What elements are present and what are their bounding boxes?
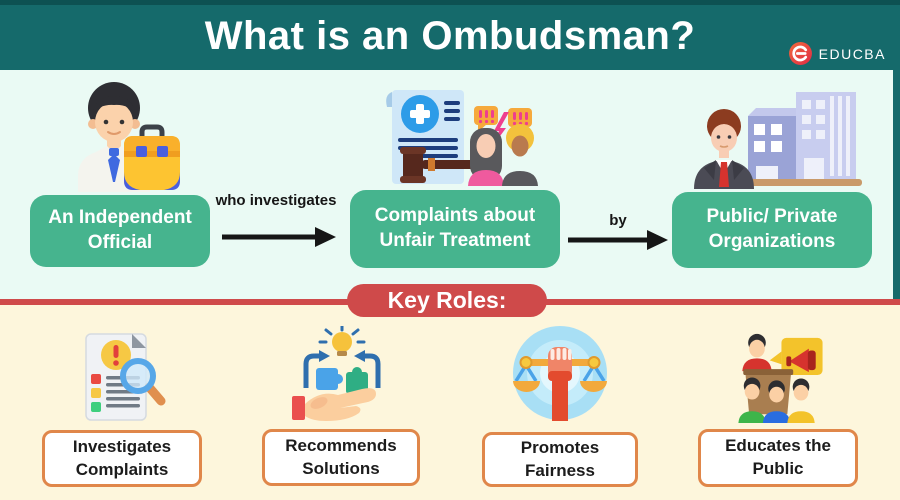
speaker-audience-icon — [738, 333, 823, 423]
hand-puzzle-bulb-icon — [292, 326, 381, 421]
flow-node-independent-official: An Independent Official — [30, 195, 210, 267]
role-label: Promotes Fairness — [520, 437, 600, 480]
role-label: Educates the Public — [725, 436, 831, 478]
right-arrow-icon — [222, 227, 336, 247]
complaints-argument-icon — [386, 90, 538, 186]
flow-node-label: Complaints about Unfair Treatment — [374, 205, 536, 251]
connector-label-by: by — [609, 212, 627, 229]
page-title: What is an Ombudsman? — [204, 14, 696, 58]
fist-scales-icon — [513, 326, 607, 421]
brand-name: EDUCBA — [818, 45, 886, 62]
flow-node-complaints: Complaints about Unfair Treatment — [350, 190, 560, 268]
flow-node-organizations: Public/ Private Organizations — [672, 192, 872, 268]
flow-node-label: Public/ Private Organizations — [706, 206, 838, 252]
document-magnifier-icon — [85, 333, 166, 421]
role-box-recommends-solutions: Recommends Solutions — [262, 429, 420, 486]
independent-official-icon — [78, 82, 180, 192]
flow-node-label: An Independent Official — [48, 207, 192, 253]
role-box-investigates-complaints: Investigates Complaints — [42, 430, 202, 487]
connector-label-who-investigates: who investigates — [215, 192, 337, 209]
educba-e-icon — [788, 42, 812, 65]
organizations-buildings-icon — [694, 92, 862, 189]
role-box-educates-the-public: Educates the Public — [698, 429, 858, 487]
brand-logo[interactable]: EDUCBA — [788, 41, 886, 66]
header-bar: What is an Ombudsman? EDUCBA — [0, 0, 900, 70]
role-label: Recommends Solutions — [285, 435, 397, 478]
role-label: Investigates Complaints — [72, 436, 172, 479]
right-arrow-icon — [568, 230, 668, 250]
key-roles-banner: Key Roles: — [347, 284, 547, 317]
role-box-promotes-fairness: Promotes Fairness — [482, 432, 638, 487]
right-border-strip — [893, 70, 900, 299]
key-roles-heading: Key Roles: — [387, 287, 507, 313]
